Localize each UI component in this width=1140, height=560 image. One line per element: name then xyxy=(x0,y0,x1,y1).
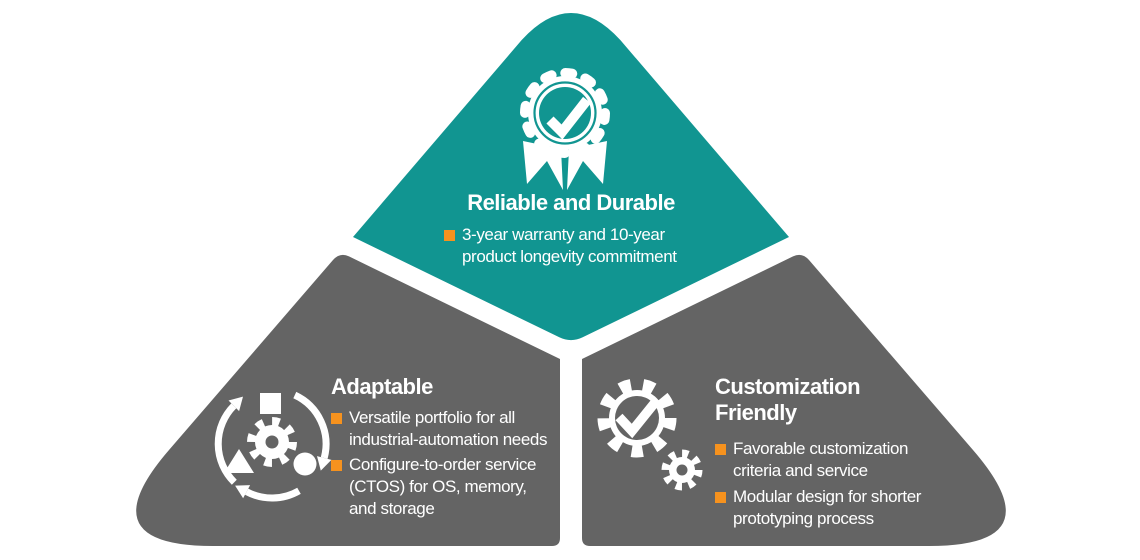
segment-bottom-left xyxy=(136,254,560,546)
bullet-item: Modular design for shorter prototyping p… xyxy=(715,486,973,530)
cycle-arrowhead-down xyxy=(317,456,332,471)
section-top-title: Reliable and Durable xyxy=(467,190,675,215)
bullet-text: Favorable customization criteria and ser… xyxy=(733,439,909,480)
gear-hole xyxy=(265,435,279,449)
cycle-arrow-right xyxy=(293,391,330,459)
small-gear-hole xyxy=(676,464,688,476)
bullet-item: Favorable customization criteria and ser… xyxy=(715,438,973,482)
bullet-marker xyxy=(331,460,342,471)
triangle-shape xyxy=(224,449,254,473)
bullet-marker xyxy=(715,444,726,455)
bullet-item: Versatile portfolio for all industrial-a… xyxy=(331,407,589,451)
badge-scallop-ring xyxy=(520,68,610,158)
bullet-marker xyxy=(715,492,726,503)
ribbon-left xyxy=(523,141,563,190)
bullet-item: Configure-to-order service (CTOS) for OS… xyxy=(331,454,589,520)
award-badge-check-icon xyxy=(520,68,610,190)
cycle-arrowhead-left xyxy=(235,485,251,499)
cycle-arrow-bottom xyxy=(244,487,301,502)
large-gear-teeth xyxy=(597,378,677,458)
bullet-marker xyxy=(444,230,455,241)
cycle-arrowhead-up xyxy=(228,396,243,412)
bullet-text: 3-year warranty and 10-year product long… xyxy=(462,225,677,266)
gear-teeth xyxy=(247,417,297,467)
circle-shape xyxy=(293,452,317,476)
adaptability-cycle-shapes-icon xyxy=(214,391,332,502)
bullet-item: 3-year warranty and 10-year product long… xyxy=(444,224,702,268)
cycle-arrow-left xyxy=(214,403,237,485)
gears-check-icon xyxy=(597,378,703,491)
section-right-title: Customization Friendly xyxy=(715,374,861,425)
bullet-marker xyxy=(331,413,342,424)
bullet-text: Versatile portfolio for all industrial-a… xyxy=(349,408,548,449)
section-left-title: Adaptable xyxy=(331,374,433,399)
small-gear-teeth xyxy=(661,449,703,491)
gear-check-mark xyxy=(615,397,661,439)
bullet-text: Configure-to-order service (CTOS) for OS… xyxy=(349,455,537,518)
square-shape xyxy=(260,393,281,414)
bullet-text: Modular design for shorter prototyping p… xyxy=(733,487,922,528)
check-mark xyxy=(546,96,591,140)
